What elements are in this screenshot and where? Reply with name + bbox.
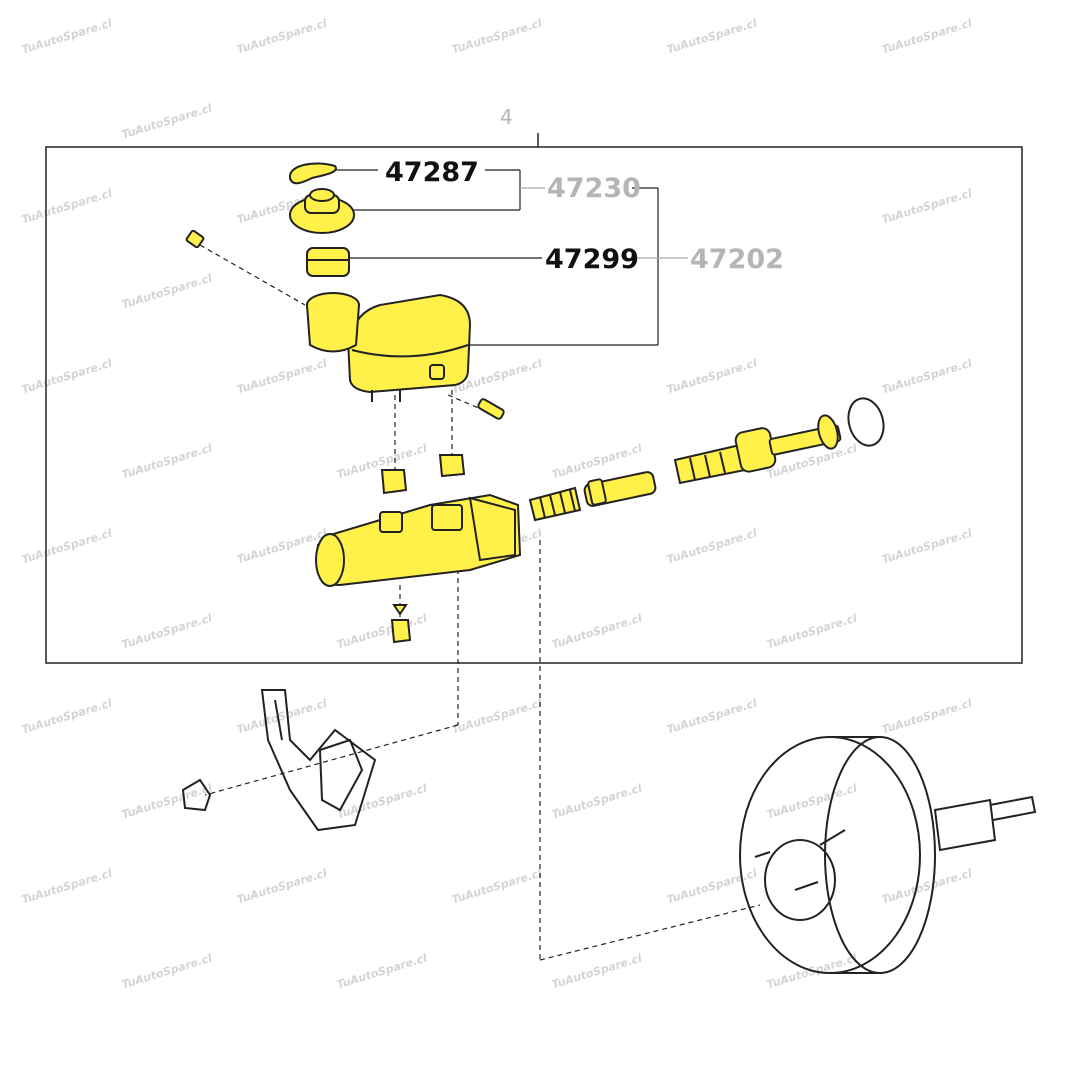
part-number-47202[interactable]: 47202 [690, 244, 784, 275]
bracket-grommet[interactable] [181, 778, 212, 812]
spring-rear[interactable] [673, 443, 747, 485]
o-ring[interactable] [843, 394, 888, 449]
cap-part[interactable] [289, 188, 355, 234]
nut-right[interactable] [438, 454, 466, 478]
grommet-part-47299[interactable] [306, 247, 350, 277]
reservoir-part-47230[interactable] [306, 292, 472, 402]
bolt-reservoir[interactable] [477, 398, 505, 420]
assembly-dashed-lines [199, 244, 761, 961]
bolt-small[interactable] [185, 229, 205, 249]
brake-booster[interactable] [739, 736, 1037, 974]
part-number-47299[interactable]: 47299 [545, 244, 639, 275]
piston-secondary[interactable] [583, 471, 657, 507]
mounting-bracket[interactable] [260, 689, 377, 832]
part-labels: 4 47287 47230 47299 47202 [385, 105, 784, 275]
spring-front[interactable] [528, 486, 582, 522]
nut-left[interactable] [380, 469, 408, 495]
clip-part-47287[interactable] [289, 162, 337, 185]
nut-bottom[interactable] [390, 604, 412, 644]
snap-ring[interactable] [815, 413, 841, 451]
leader-lines [312, 169, 688, 346]
group-number: 4 [500, 105, 513, 129]
group-frame [45, 146, 1023, 664]
master-cylinder-body[interactable] [315, 493, 522, 587]
part-number-47287[interactable]: 47287 [385, 157, 479, 188]
piston-primary[interactable] [734, 424, 842, 473]
part-number-47230[interactable]: 47230 [547, 173, 641, 204]
